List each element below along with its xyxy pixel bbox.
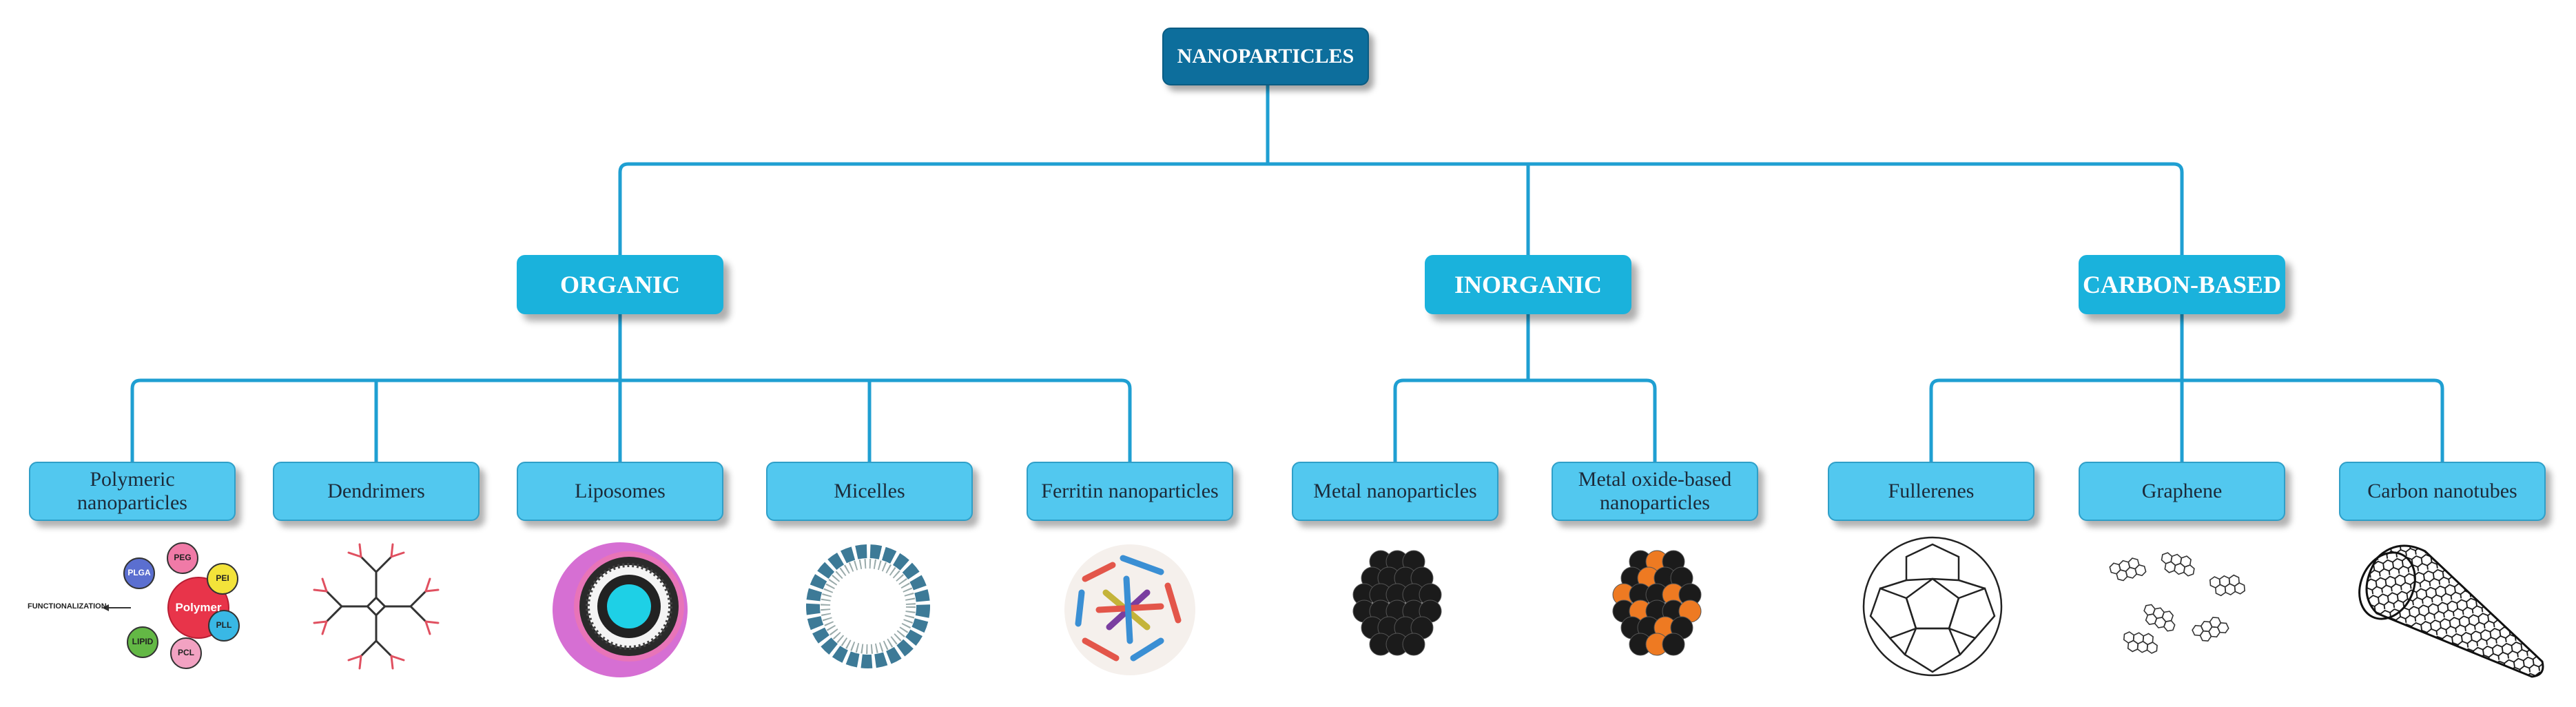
type-node-label: Metal oxide-based nanoparticles bbox=[1578, 468, 1732, 514]
graphene-sheet bbox=[2209, 574, 2245, 597]
polymer-nanoparticle-illustration: Polymer PEG PEI PLL PCL LIPID PLGA FUNCT… bbox=[28, 537, 241, 675]
type-node-label: Carbon nanotubes bbox=[2367, 480, 2517, 502]
category-node-label: CARBON-BASED bbox=[2082, 271, 2282, 298]
metal-oxide-illustration bbox=[1585, 534, 1729, 679]
type-node-dendrimers: Dendrimers bbox=[273, 462, 480, 521]
satellite-label-pll: PLL bbox=[216, 620, 232, 630]
graphene-sheet bbox=[2143, 604, 2176, 632]
graphene-diagram bbox=[2109, 552, 2245, 654]
fullerene-illustration bbox=[1857, 531, 2008, 682]
type-node-label: Graphene bbox=[2141, 480, 2223, 502]
root-node-label: NANOPARTICLES bbox=[1177, 45, 1354, 68]
connector-organic-bus bbox=[130, 378, 1132, 389]
connector-carbon-bus bbox=[1929, 378, 2444, 389]
root-node-nanoparticles: NANOPARTICLES bbox=[1162, 28, 1369, 85]
metal-atom bbox=[1402, 633, 1425, 656]
nanotube-diagram bbox=[2358, 544, 2544, 678]
metal-nanoparticle-illustration bbox=[1325, 534, 1470, 679]
type-node-carbon-nanotubes: Carbon nanotubes bbox=[2339, 462, 2546, 521]
category-node-inorganic: INORGANIC bbox=[1425, 255, 1631, 314]
category-node-label: ORGANIC bbox=[559, 271, 680, 298]
category-node-organic: ORGANIC bbox=[517, 255, 723, 314]
carbon-nanotube-illustration bbox=[2349, 531, 2549, 682]
satellite-label-peg: PEG bbox=[174, 553, 192, 562]
liposome-illustration bbox=[548, 537, 692, 682]
liposome-diagram bbox=[553, 542, 688, 677]
type-node-graphene: Graphene bbox=[2079, 462, 2285, 521]
type-node-label: Liposomes bbox=[575, 480, 666, 502]
ferritin-diagram bbox=[1064, 544, 1195, 675]
dendrimer-illustration bbox=[307, 537, 445, 675]
metal-oxide-cluster-diagram bbox=[1612, 550, 1702, 656]
graphene-sheet bbox=[2123, 631, 2158, 654]
satellite-label-lipid: LIPID bbox=[132, 637, 154, 646]
micelle-illustration bbox=[799, 537, 937, 675]
satellite-label-pei: PEI bbox=[216, 573, 229, 583]
connector-level1-bus bbox=[618, 162, 2184, 173]
functionalization-label: FUNCTIONALIZATION bbox=[28, 602, 107, 611]
type-node-label: Micelles bbox=[834, 480, 905, 502]
type-node-label: Polymeric nanoparticles bbox=[77, 468, 187, 514]
type-node-label: Metal nanoparticles bbox=[1313, 480, 1477, 502]
polymer-core-label: Polymer bbox=[175, 601, 222, 614]
satellite-label-plga: PLGA bbox=[127, 568, 151, 577]
type-node-fullerenes: Fullerenes bbox=[1828, 462, 2034, 521]
type-node-liposomes: Liposomes bbox=[517, 462, 723, 521]
type-node-metal-nanoparticles: Metal nanoparticles bbox=[1292, 462, 1498, 521]
type-node-label: Ferritin nanoparticles bbox=[1041, 480, 1219, 502]
type-node-metal-oxide-nanoparticles: Metal oxide-based nanoparticles bbox=[1552, 462, 1758, 521]
micelle-diagram bbox=[806, 544, 930, 668]
fullerene-diagram bbox=[1862, 536, 2003, 677]
type-node-micelles: Micelles bbox=[766, 462, 973, 521]
dendrimer-diagram bbox=[313, 543, 440, 670]
graphene-sheet bbox=[2109, 557, 2147, 582]
category-node-label: INORGANIC bbox=[1454, 271, 1602, 298]
polymer-diagram bbox=[102, 542, 240, 669]
graphene-sheet bbox=[2161, 552, 2195, 577]
satellite-label-pcl: PCL bbox=[178, 648, 194, 657]
type-node-polymeric-nanoparticles: Polymeric nanoparticles bbox=[29, 462, 236, 521]
metal-atom bbox=[1662, 633, 1685, 656]
ferritin-illustration bbox=[1058, 537, 1202, 682]
graphene-sheet bbox=[2192, 617, 2229, 642]
type-node-ferritin-nanoparticles: Ferritin nanoparticles bbox=[1027, 462, 1233, 521]
connector-inorganic-bus bbox=[1393, 378, 1657, 389]
graphene-illustration bbox=[2101, 534, 2267, 679]
type-node-label: Dendrimers bbox=[327, 480, 425, 502]
category-node-carbon-based: CARBON-BASED bbox=[2079, 255, 2285, 314]
type-node-label: Fullerenes bbox=[1888, 480, 1975, 502]
metal-cluster-diagram bbox=[1352, 550, 1442, 656]
